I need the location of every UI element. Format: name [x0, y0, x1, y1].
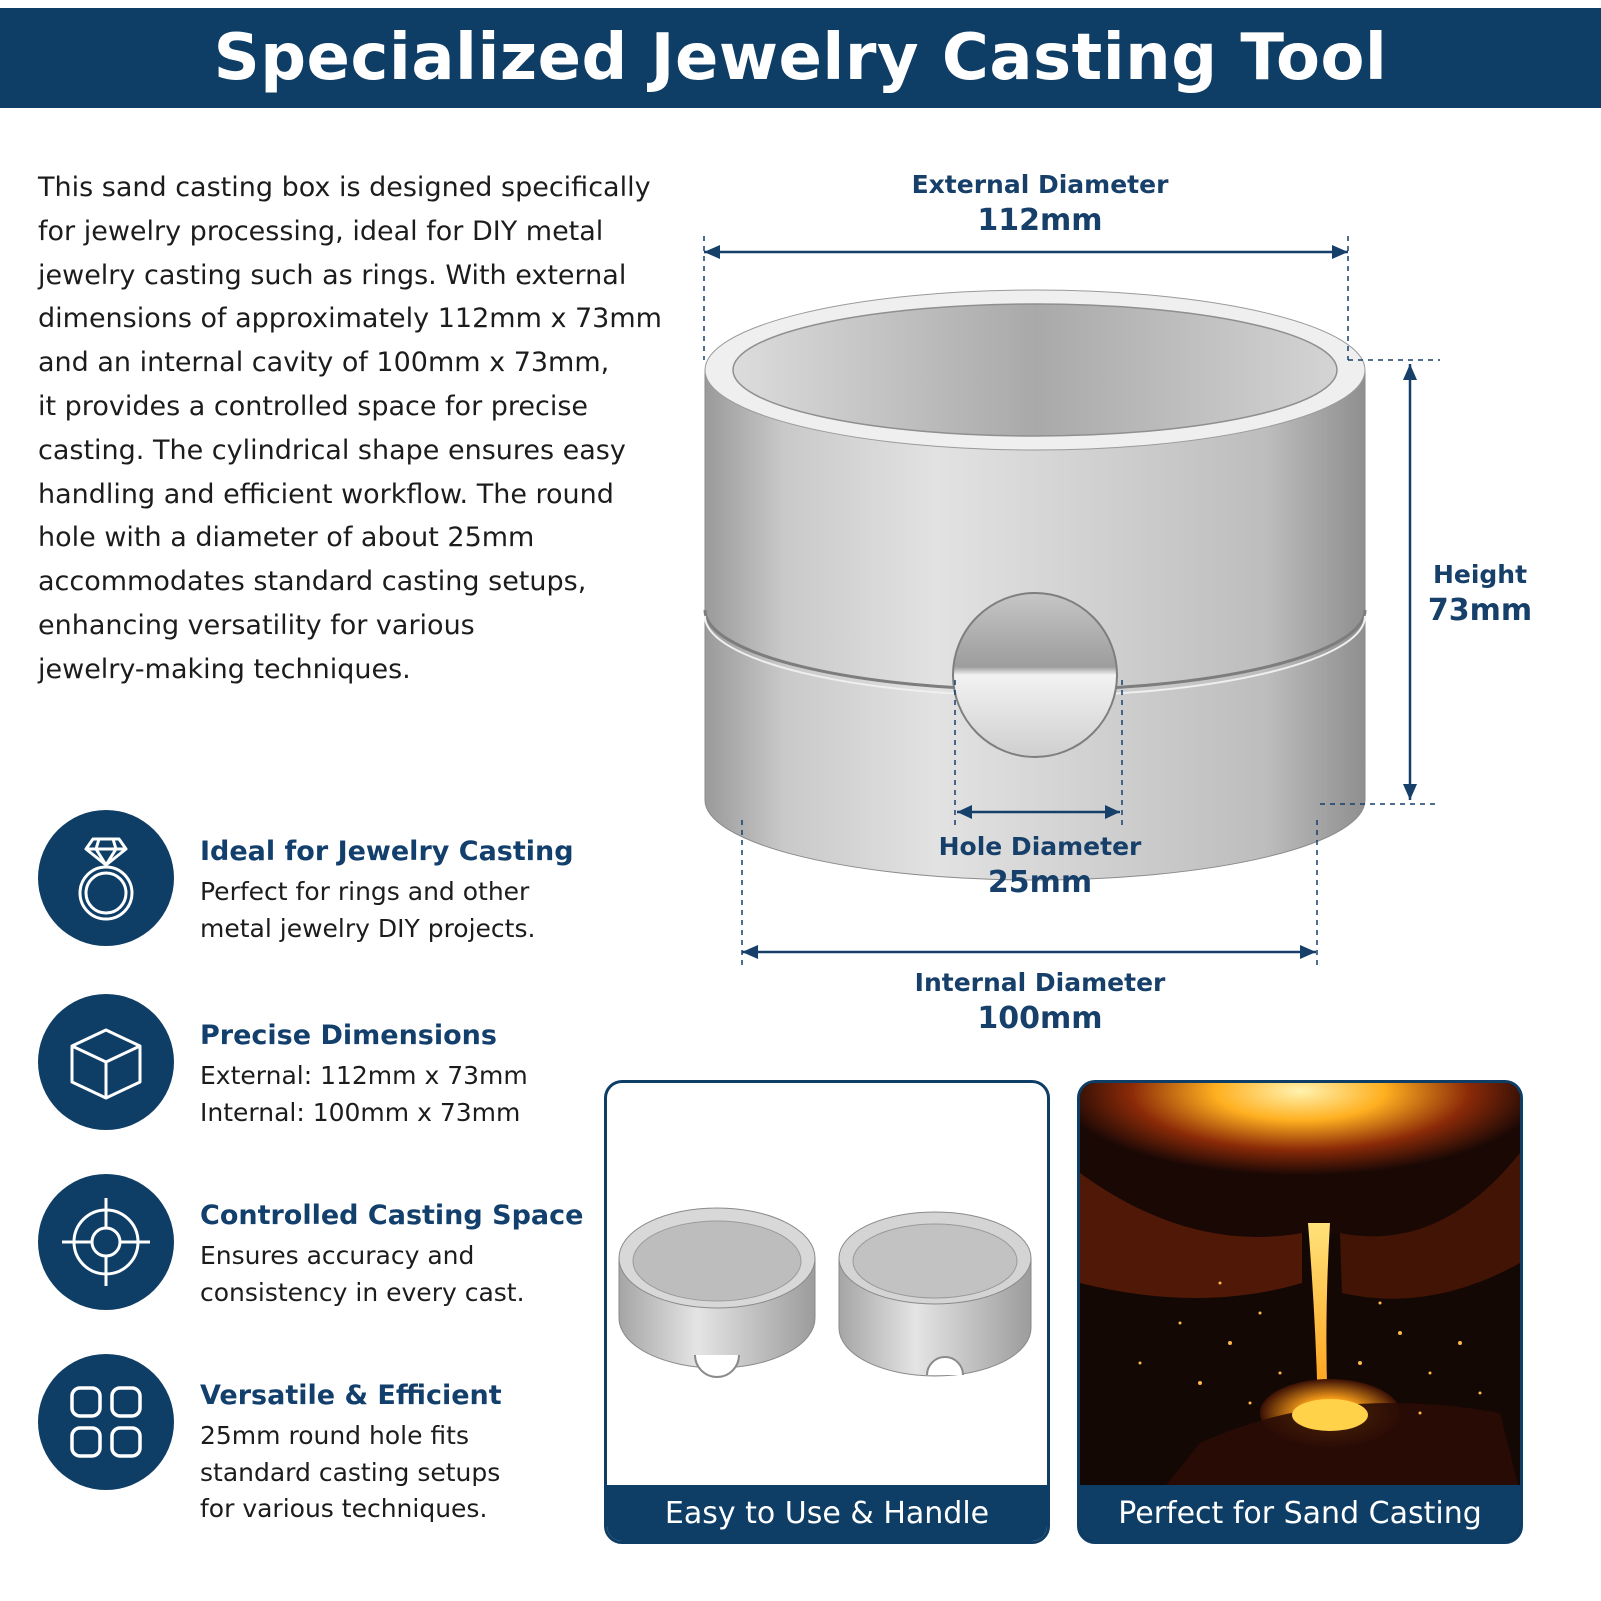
panel-easy-to-use: Easy to Use & Handle [604, 1080, 1050, 1544]
intro-line: and an internal cavity of 100mm x 73mm, [38, 347, 610, 379]
intro-line: This sand casting box is designed specif… [38, 172, 651, 203]
feature-desc: 25mm round hole fits standard casting se… [200, 1418, 600, 1528]
feature-badge [38, 810, 174, 946]
feature-desc-line: 25mm round hole fits [200, 1421, 469, 1450]
internal-diameter-label: Internal Diameter 100mm [890, 968, 1190, 1036]
title-banner: Specialized Jewelry Casting Tool [0, 8, 1601, 108]
height-label: Height 73mm [1420, 560, 1540, 628]
ring-halves-illustration [618, 1207, 1032, 1378]
dimension-caption: Internal Diameter [914, 968, 1166, 997]
intro-line: jewelry-making techniques. [38, 653, 411, 685]
intro-paragraph: This sand casting box is designed specif… [38, 166, 678, 692]
panel-caption: Perfect for Sand Casting [1080, 1485, 1520, 1541]
feature-desc-line: Internal: 100mm x 73mm [200, 1097, 521, 1127]
feature-desc-line: consistency in every cast. [200, 1277, 525, 1307]
crosshair-icon [62, 1198, 150, 1286]
intro-line: handling and efficient workflow. The rou… [38, 478, 614, 510]
feature-desc: Ensures accuracy and consistency in ever… [200, 1238, 600, 1311]
external-diameter-label: External Diameter 112mm [890, 170, 1190, 238]
feature-badge [38, 994, 174, 1130]
feature-controlled-space: Controlled Casting Space Ensures accurac… [38, 1174, 598, 1314]
dimension-caption: External Diameter [911, 170, 1169, 199]
ring-icon [78, 837, 134, 921]
intro-line: jewelry casting such as rings. With exte… [38, 259, 627, 291]
feature-desc: Perfect for rings and other metal jewelr… [200, 874, 600, 947]
feature-title: Precise Dimensions [200, 1020, 497, 1051]
feature-desc-line: metal jewelry DIY projects. [200, 913, 536, 943]
molten-metal-pour-illustration [1080, 1083, 1520, 1493]
feature-desc-line: for various techniques. [200, 1494, 488, 1523]
dimension-caption: Height [1432, 560, 1528, 589]
panel-caption: Easy to Use & Handle [607, 1485, 1047, 1541]
intro-line: casting. The cylindrical shape ensures e… [38, 434, 626, 466]
feature-title: Controlled Casting Space [200, 1200, 584, 1231]
dimension-value: 112mm [977, 203, 1103, 238]
feature-desc-line: Ensures accuracy and [200, 1241, 475, 1270]
page-title: Specialized Jewelry Casting Tool [213, 21, 1388, 95]
intro-line: it provides a controlled space for preci… [38, 390, 589, 422]
dimension-caption: Hole Diameter [938, 832, 1142, 861]
grid-icon [70, 1386, 142, 1458]
feature-jewelry-casting: Ideal for Jewelry Casting Perfect for ri… [38, 810, 598, 950]
intro-line: dimensions of approximately 112mm x 73mm [38, 303, 662, 335]
intro-line: hole with a diameter of about 25mm [38, 522, 535, 554]
feature-versatile: Versatile & Efficient 25mm round hole fi… [38, 1354, 598, 1523]
feature-desc-line: standard casting setups [200, 1457, 501, 1487]
feature-desc-line: Perfect for rings and other [200, 877, 530, 906]
cube-icon [70, 1028, 142, 1100]
hole-diameter-label: Hole Diameter 25mm [920, 832, 1160, 900]
intro-line: enhancing versatility for various [38, 609, 475, 641]
feature-desc-line: External: 112mm x 73mm [200, 1061, 528, 1090]
intro-line: accommodates standard casting setups, [38, 566, 587, 598]
dimension-value: 73mm [1427, 593, 1533, 628]
feature-badge [38, 1354, 174, 1490]
feature-desc: External: 112mm x 73mm Internal: 100mm x… [200, 1058, 600, 1131]
feature-title: Ideal for Jewelry Casting [200, 836, 574, 867]
dimension-value: 25mm [987, 865, 1093, 900]
intro-line: for jewelry processing, ideal for DIY me… [38, 215, 604, 247]
dimension-value: 100mm [977, 1001, 1103, 1036]
product-diagram: External Diameter 112mm Height 73mm Hole… [690, 160, 1590, 1060]
feature-precise-dimensions: Precise Dimensions External: 112mm x 73m… [38, 994, 598, 1134]
feature-title: Versatile & Efficient [200, 1380, 502, 1411]
casting-cylinder-illustration [703, 236, 1440, 970]
feature-badge [38, 1174, 174, 1310]
panel-sand-casting: Perfect for Sand Casting [1077, 1080, 1523, 1544]
